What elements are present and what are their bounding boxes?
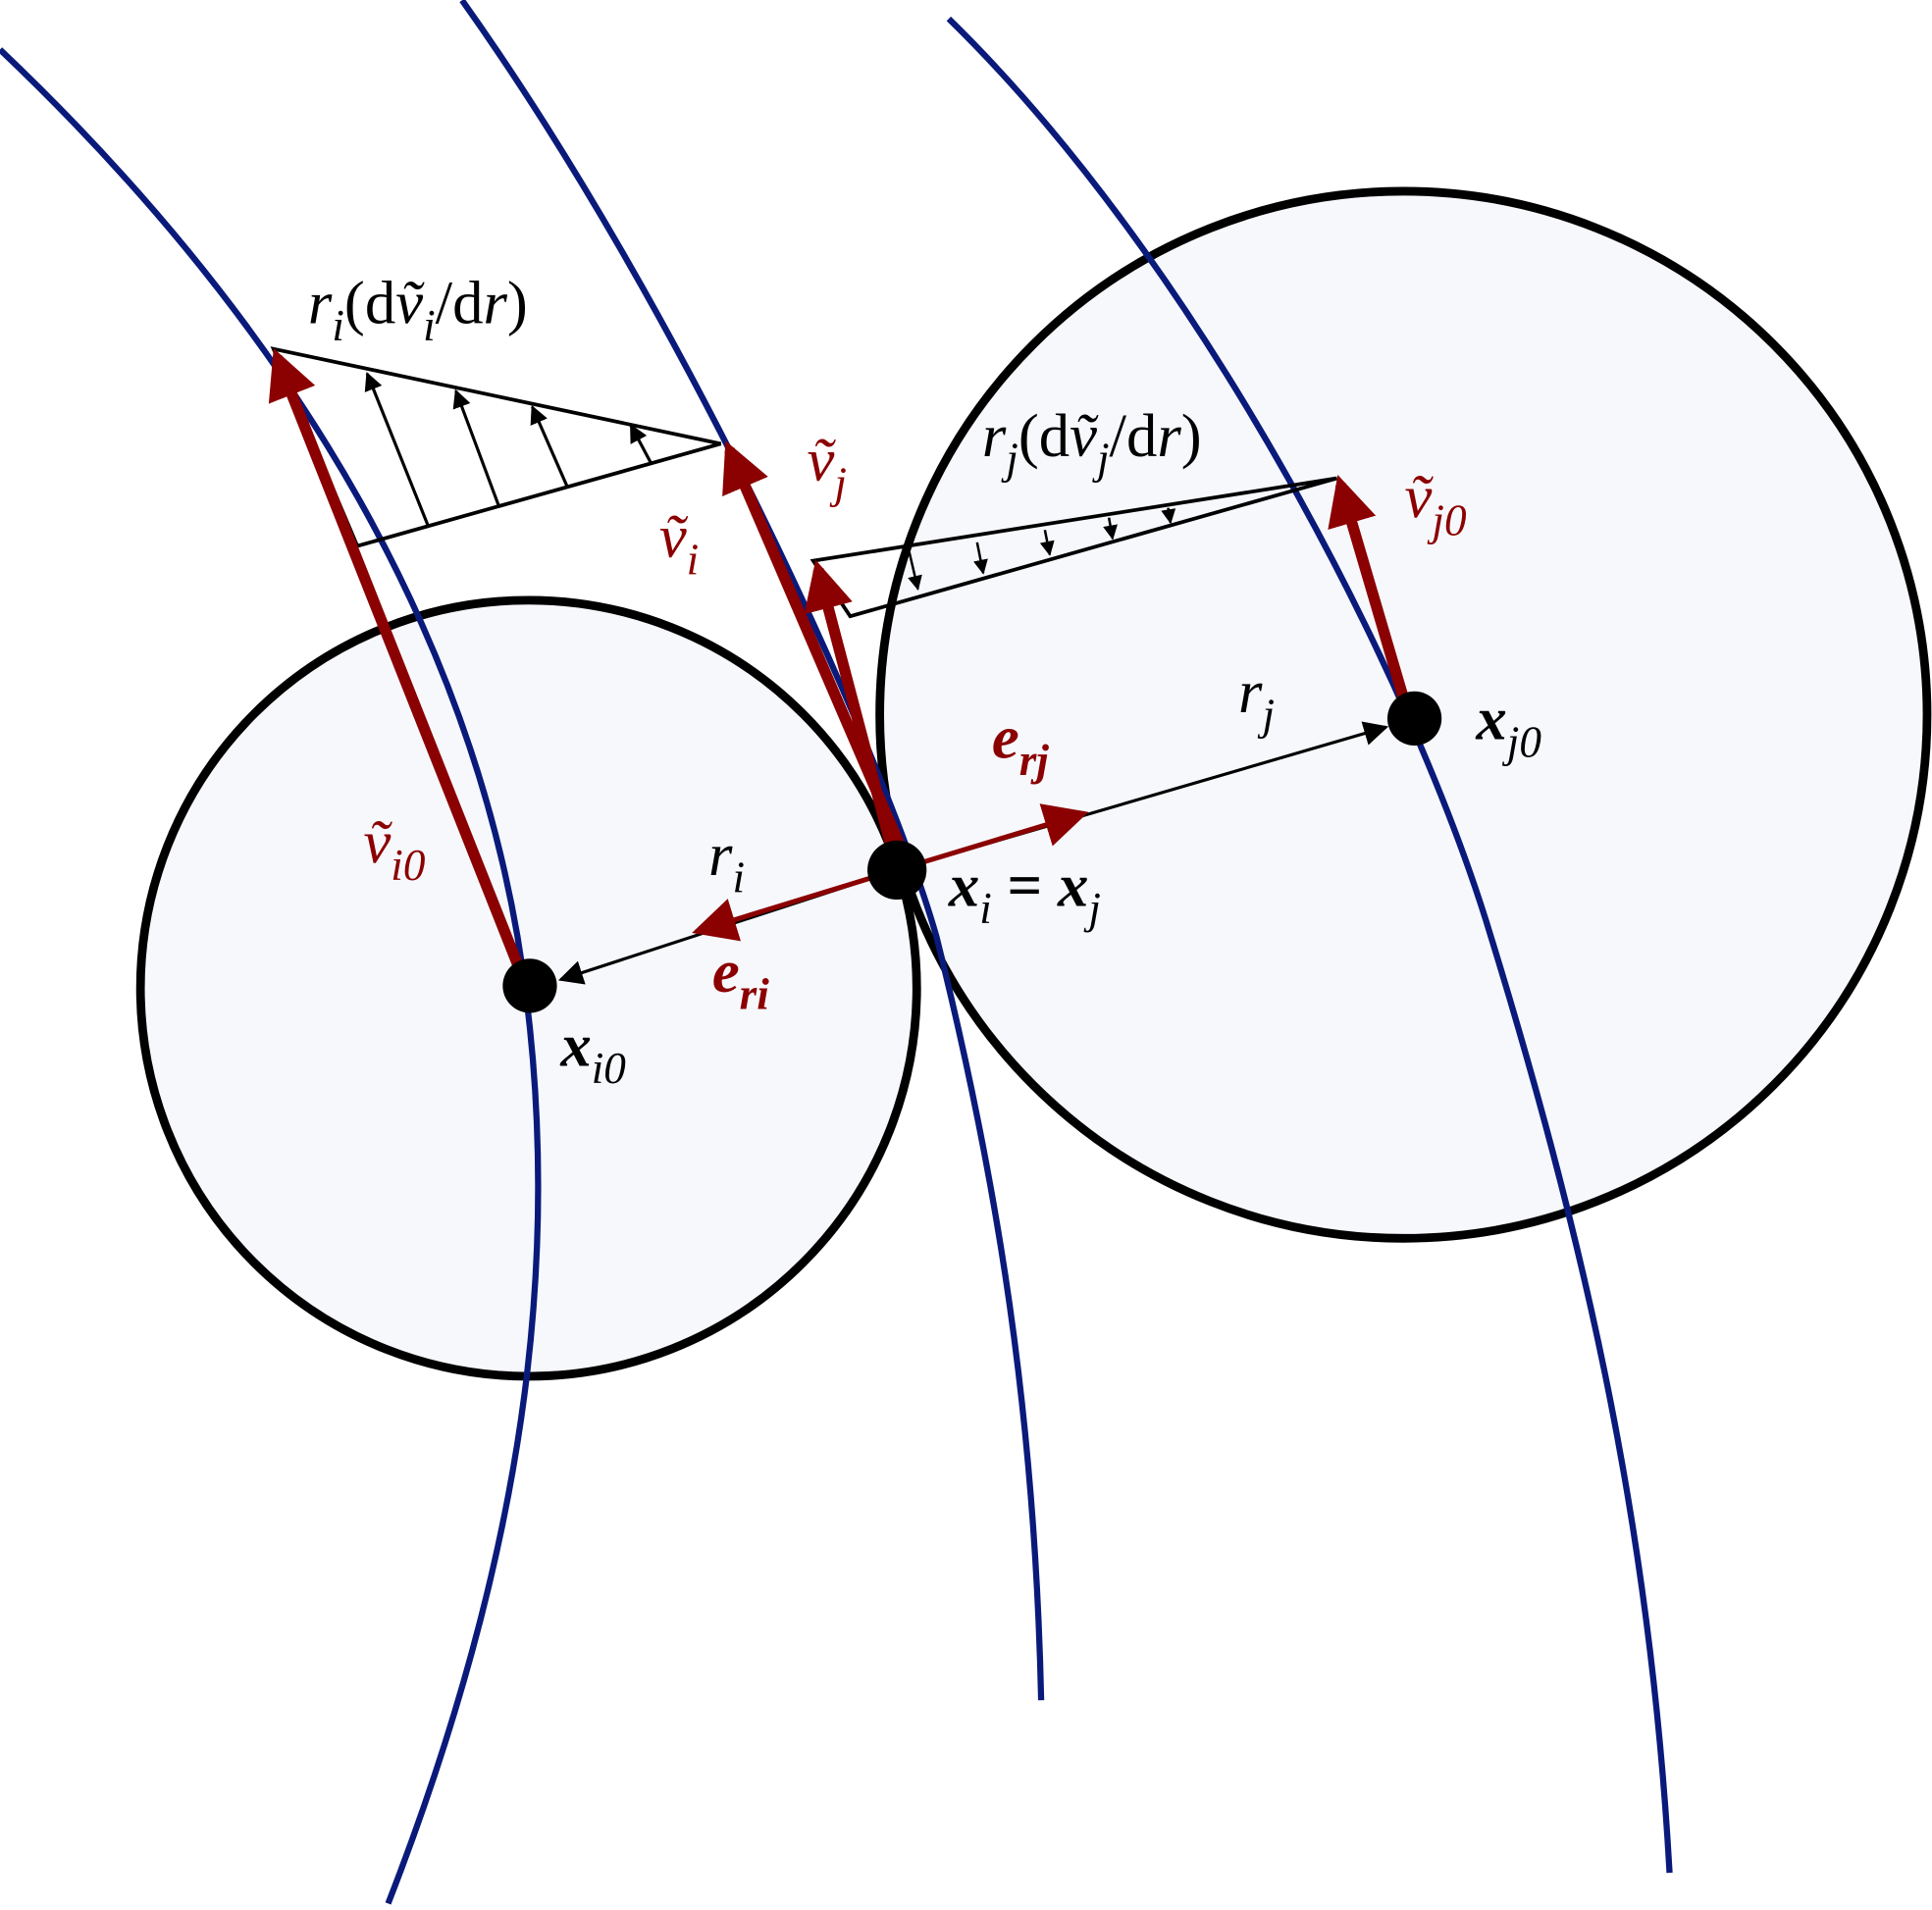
label-xj0: xj0 bbox=[1475, 685, 1541, 767]
trajectory-curve-3 bbox=[946, 16, 1673, 1874]
profile-i-arrows bbox=[364, 372, 653, 529]
velocity-vi-arrow bbox=[804, 559, 898, 852]
trajectory-curve-2 bbox=[459, 0, 1045, 1701]
label-rj-dvj-dr: rj(dṽj/dr) bbox=[982, 401, 1202, 484]
label-ri: ri bbox=[708, 820, 745, 903]
velocity-vi0-arrow bbox=[268, 348, 529, 982]
trajectory-curve-1 bbox=[0, 47, 542, 1905]
center-xi0 bbox=[502, 958, 557, 1013]
unit-vector-erj bbox=[896, 803, 1089, 873]
velocity-vj0-arrow bbox=[1328, 475, 1414, 717]
contact-point bbox=[867, 840, 927, 900]
unit-vector-eri bbox=[692, 867, 898, 942]
label-eri: eri bbox=[712, 937, 769, 1019]
center-xj0 bbox=[1386, 691, 1442, 747]
label-vj: ṽj bbox=[808, 426, 847, 508]
label-xi0: xi0 bbox=[559, 1011, 626, 1094]
label-vj0: ṽj0 bbox=[1405, 463, 1467, 545]
profile-j-arrows bbox=[908, 507, 1176, 592]
label-vi: ṽi bbox=[659, 502, 699, 585]
label-erj: erj bbox=[992, 703, 1049, 786]
label-ri-dvi-dr: ri(dṽi/dr) bbox=[308, 268, 528, 350]
label-rj: rj bbox=[1238, 657, 1275, 740]
label-contact-xi-eq-xj: xi = xj bbox=[948, 851, 1101, 933]
label-vi0: ṽi0 bbox=[363, 807, 425, 890]
